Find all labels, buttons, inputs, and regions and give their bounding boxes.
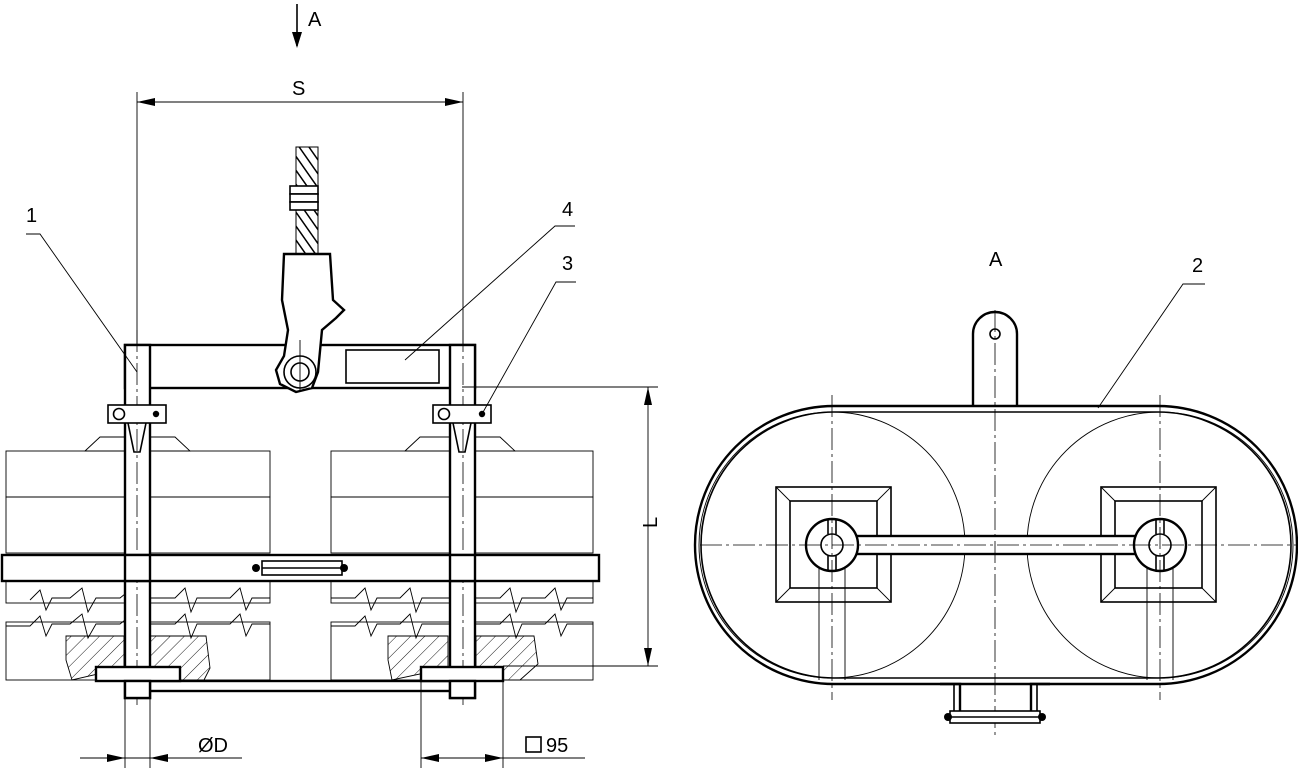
dimension-square: 95 [420,681,585,768]
callout-2: 2 [1097,255,1205,409]
view-arrow-a: A [292,4,322,48]
view-a: A [693,249,1298,736]
dimension-diameter-label: ØD [198,735,228,757]
callout-1: 1 [26,205,138,373]
bottom-frame [94,665,505,700]
view-arrow-label: A [308,9,322,31]
callout-4-label: 4 [562,199,573,221]
clamp-right [432,404,492,453]
callout-3: 3 [481,253,576,415]
callout-1-label: 1 [26,205,37,227]
lifting-hook [274,146,346,394]
center-lines [700,310,1296,736]
bottom-strips [818,560,1174,680]
dimension-s: S [136,78,464,345]
callout-3-label: 3 [562,253,573,275]
dimension-diameter: ØD [80,698,242,768]
view-a-title: A [989,249,1003,271]
bottom-bracket [940,682,1050,724]
dimension-square-label: 95 [546,735,568,757]
callout-2-label: 2 [1192,255,1203,277]
dimension-s-label: S [292,78,305,100]
dimension-l: L [462,386,662,667]
cross-beam [0,553,601,583]
square-pad-right [1100,486,1217,603]
front-view: A S [0,4,662,768]
dimension-l-label: L [640,517,662,528]
clamp-left [107,404,167,453]
callout-4: 4 [404,199,575,361]
